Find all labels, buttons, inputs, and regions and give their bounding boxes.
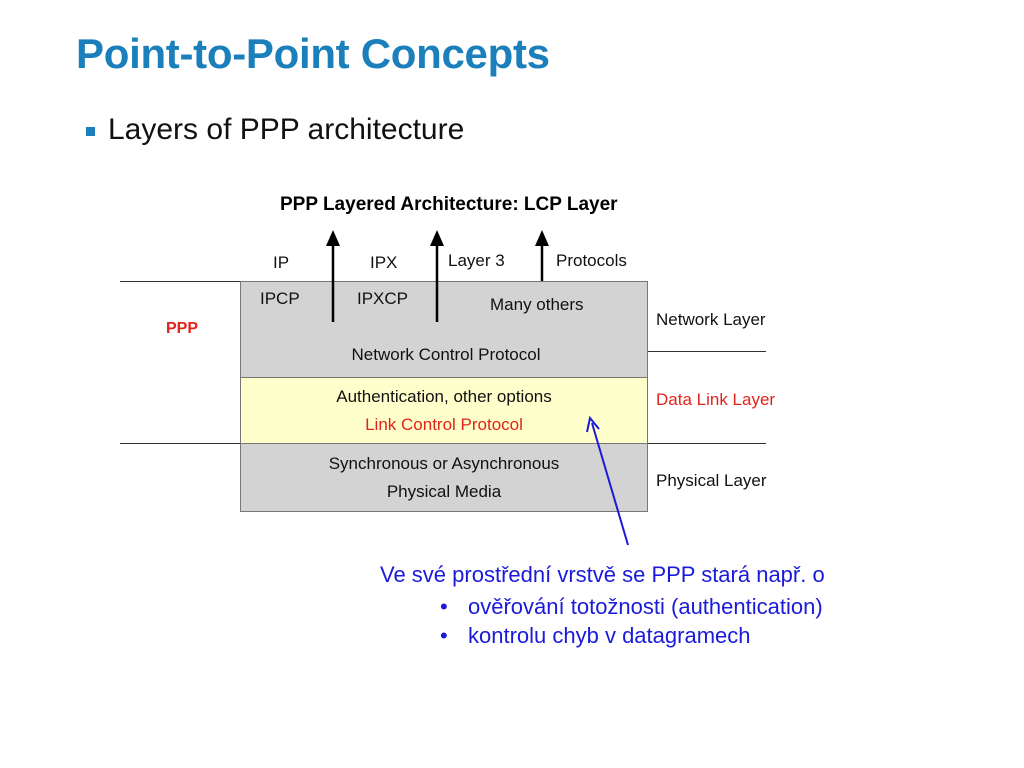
up-arrow-icon	[535, 230, 549, 281]
note-item-text: kontrolu chyb v datagramech	[468, 623, 751, 648]
ncp-box	[240, 281, 648, 378]
divider-line-right-physical	[648, 443, 766, 444]
note-list-item: •ověřování totožnosti (authentication)	[440, 594, 823, 619]
slide-title: Point-to-Point Concepts	[76, 30, 550, 77]
bullet-square-icon	[86, 126, 95, 136]
note-list-item: •kontrolu chyb v datagramech	[440, 623, 751, 648]
label-layer3: Layer 3	[448, 251, 505, 270]
note-list: •ověřování totožnosti (authentication) •…	[440, 592, 823, 650]
divider-line-network	[648, 351, 766, 352]
divider-line-top	[120, 281, 240, 282]
ncp-item-ipxcp: IPXCP	[357, 289, 409, 308]
bullet-text: Layers of PPP architecture	[108, 113, 465, 146]
note-text: Ve své prostřední vrstvě se PPP stará na…	[380, 562, 825, 587]
label-protocols: Protocols	[556, 251, 627, 270]
label-ipx: IPX	[370, 253, 398, 272]
data-link-layer-label: Data Link Layer	[656, 390, 776, 409]
lcp-options-label: Authentication, other options	[336, 387, 552, 406]
physical-line2: Physical Media	[386, 482, 502, 501]
physical-layer-label: Physical Layer	[656, 471, 767, 490]
note-item-text: ověřování totožnosti (authentication)	[468, 594, 823, 619]
label-ip: IP	[273, 253, 290, 272]
physical-box	[240, 443, 648, 512]
physical-line1: Synchronous or Asynchronous	[328, 454, 560, 473]
lcp-label: Link Control Protocol	[365, 415, 523, 434]
bullet-item: Layers of PPP architecture	[86, 113, 464, 147]
ncp-item-ipcp: IPCP	[260, 289, 300, 308]
divider-line-left-physical	[120, 443, 240, 444]
lcp-box	[240, 377, 648, 444]
ncp-label: Network Control Protocol	[351, 345, 541, 364]
diagram-title: PPP Layered Architecture: LCP Layer	[280, 194, 618, 215]
ppp-label: PPP	[166, 320, 199, 337]
ncp-item-many-others: Many others	[490, 295, 584, 314]
network-layer-label: Network Layer	[656, 310, 766, 329]
